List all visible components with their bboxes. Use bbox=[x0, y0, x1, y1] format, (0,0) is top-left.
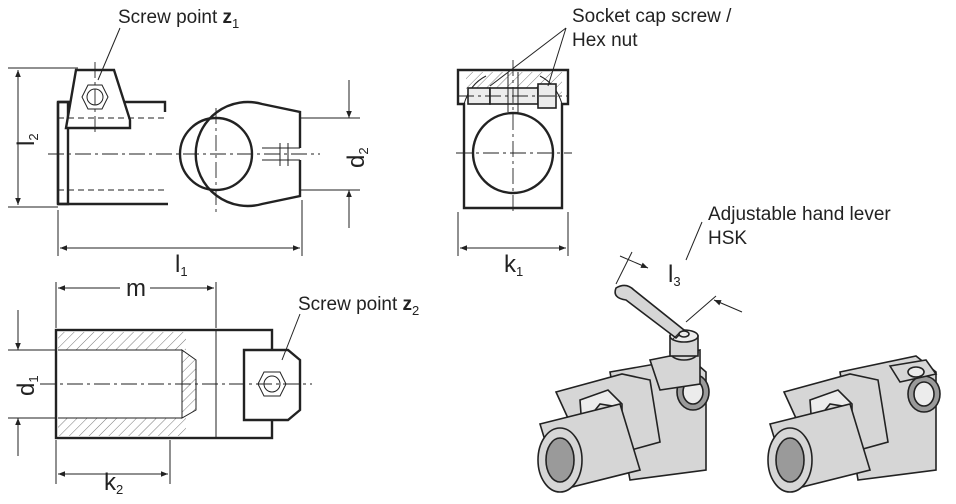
label-hand-lever-line1: Adjustable hand lever bbox=[708, 204, 891, 225]
ring-clamp bbox=[194, 100, 302, 208]
label-screw-point-z1: Screw point z1 bbox=[118, 7, 239, 31]
dim-label-l2: l2 bbox=[13, 133, 41, 146]
top-left-view: Screw point z1 l2 d2 l1 bbox=[8, 7, 371, 279]
label-socket-cap-line2: Hex nut bbox=[572, 30, 638, 51]
dim-label-d1: d1 bbox=[13, 375, 41, 396]
dim-label-k2: k2 bbox=[104, 469, 123, 497]
label-socket-cap-line1: Socket cap screw / bbox=[572, 6, 732, 27]
screw-housing-z1 bbox=[64, 68, 132, 130]
dim-label-m: m bbox=[126, 275, 146, 302]
dim-label-d2: d2 bbox=[343, 147, 371, 168]
iso-clamp-plain bbox=[767, 355, 941, 493]
hand-lever bbox=[614, 284, 686, 340]
label-hand-lever-line2: HSK bbox=[708, 228, 747, 249]
dim-label-k1: k1 bbox=[504, 251, 523, 279]
dim-label-l1: l1 bbox=[175, 251, 188, 279]
label-screw-point-z2: Screw point z2 bbox=[298, 294, 419, 318]
dim-label-l3: l3 bbox=[668, 261, 681, 289]
top-middle-view: k1 Socket cap screw / Hex nut bbox=[456, 6, 732, 279]
screw-housing-z2 bbox=[242, 348, 302, 422]
hex-nut-z1 bbox=[81, 84, 109, 110]
clamp-front-body bbox=[456, 68, 570, 210]
bottom-left-view: m d1 k2 Screw point z2 bbox=[8, 275, 419, 497]
clamp-body-outline bbox=[56, 100, 70, 206]
iso-clamp-with-lever: l3 Adjustable hand lever HSK bbox=[537, 204, 891, 493]
